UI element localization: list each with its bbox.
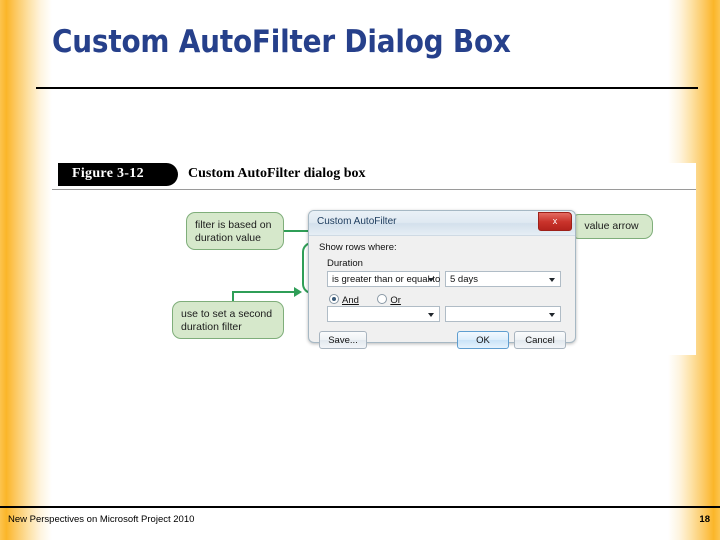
figure-number-label: Figure 3-12 (72, 166, 144, 181)
conjunction-radio-group: And Or (329, 290, 415, 308)
page-number: 18 (699, 514, 710, 525)
radio-or-dot-icon (377, 294, 388, 304)
connector-line-filter-horizontal (284, 230, 313, 232)
cancel-button[interactable]: Cancel (514, 331, 566, 349)
connector-line-second-horizontal (232, 291, 294, 293)
value-dropdown-1[interactable]: 5 days (445, 271, 561, 287)
dialog-title: Custom AutoFilter (317, 216, 397, 227)
footer-divider (0, 506, 720, 508)
figure-panel: Figure 3-12 Custom AutoFilter dialog box… (52, 163, 696, 355)
operator-dropdown-1[interactable]: is greater than or equal to (327, 271, 440, 287)
show-rows-where-label: Show rows where: (319, 242, 397, 253)
close-icon[interactable]: x (538, 212, 572, 231)
radio-and-dot-icon (329, 294, 339, 304)
value-dropdown-2[interactable] (445, 306, 561, 322)
value-dropdown-1-value: 5 days (450, 274, 478, 285)
callout-filter-basis: filter is based on duration value (186, 212, 284, 250)
operator-dropdown-2[interactable] (327, 306, 440, 322)
callout-second-filter: use to set a second duration filter (172, 301, 284, 339)
title-divider (36, 87, 698, 89)
connector-line-second-vertical (232, 291, 234, 301)
callout-second-filter-line2: duration filter (181, 321, 242, 333)
callout-filter-basis-line2: duration value (195, 232, 261, 244)
footer-text: New Perspectives on Microsoft Project 20… (8, 514, 195, 525)
radio-and[interactable]: And (329, 294, 359, 306)
chevron-down-icon[interactable] (549, 278, 555, 282)
figure-number-tab (58, 163, 178, 186)
custom-autofilter-dialog: Custom AutoFilter x Show rows where: Dur… (308, 210, 576, 349)
callout-value-arrow-line1: value arrow (584, 220, 639, 232)
dialog-titlebar[interactable]: Custom AutoFilter x (309, 211, 575, 236)
figure-body: filter is based on duration value use to… (52, 190, 696, 356)
arrow-second-filter-icon (294, 287, 302, 297)
left-edge-gradient-bar (0, 0, 52, 540)
chevron-down-icon[interactable] (428, 278, 434, 282)
callout-filter-basis-line1: filter is based on (195, 219, 272, 231)
page-title: Custom AutoFilter Dialog Box (52, 24, 511, 60)
callout-second-filter-line1: use to set a second (181, 308, 273, 320)
figure-header: Figure 3-12 Custom AutoFilter dialog box (52, 163, 696, 190)
operator-dropdown-1-value: is greater than or equal to (332, 274, 441, 285)
duration-field-label: Duration (327, 258, 363, 269)
radio-and-label: And (342, 295, 359, 306)
chevron-down-icon[interactable] (549, 313, 555, 317)
figure-caption: Custom AutoFilter dialog box (188, 166, 366, 181)
chevron-down-icon[interactable] (428, 313, 434, 317)
radio-or[interactable]: Or (377, 294, 401, 306)
radio-or-label: Or (390, 295, 401, 306)
ok-button[interactable]: OK (457, 331, 509, 349)
callout-value-arrow: value arrow (570, 214, 653, 239)
save-button[interactable]: Save... (319, 331, 367, 349)
